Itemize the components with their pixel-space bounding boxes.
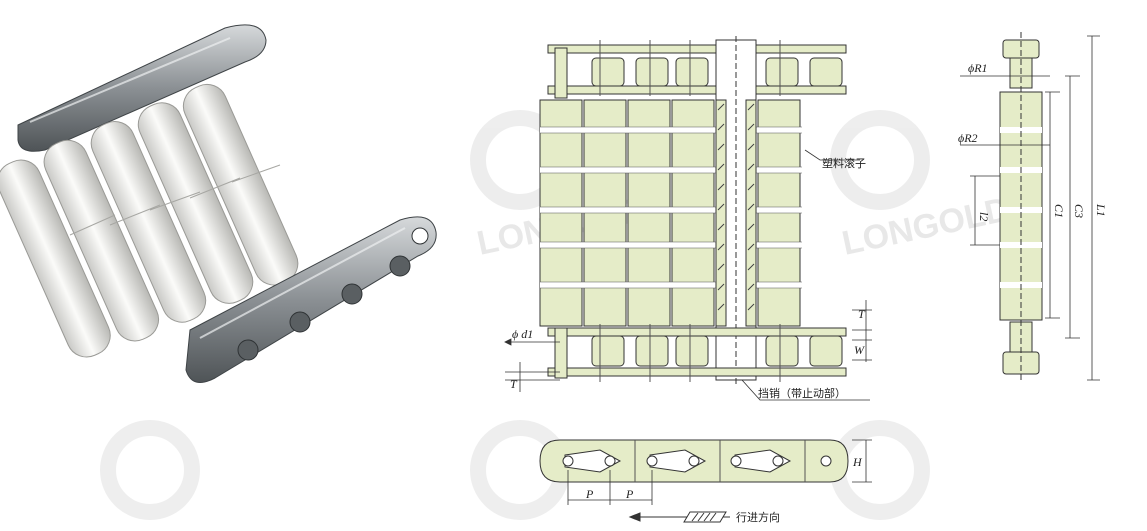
roller-set	[0, 83, 299, 358]
bottom-chain	[547, 324, 847, 382]
phi-d1-label: ϕ d1	[512, 327, 533, 341]
l2-label: l2	[977, 212, 991, 221]
product-photo	[0, 24, 437, 383]
pitch-2-label: P	[625, 487, 634, 501]
pitch-1-label: P	[585, 487, 594, 501]
w-label: W	[854, 343, 865, 357]
t-top-label: T	[858, 307, 866, 321]
stop-pin-label: 挡销（带止动部）	[758, 386, 846, 400]
t-bottom-label: T	[510, 377, 518, 391]
top-view-drawing	[539, 439, 872, 523]
front-chain-strand	[185, 216, 437, 383]
side-view-drawing	[960, 32, 1100, 382]
travel-direction-label: 行进方向	[736, 510, 780, 524]
back-chain-strand	[17, 24, 267, 152]
l1-label: L1	[1094, 203, 1108, 217]
roller-grid	[539, 99, 802, 327]
h-label: H	[852, 455, 863, 469]
c1-label: C1	[1052, 204, 1066, 218]
phi-r1-label: ϕR1	[968, 61, 988, 75]
travel-direction-arrow	[628, 511, 730, 523]
plastic-roller-label: 塑料滚子	[822, 156, 866, 170]
stop-pin-column	[715, 36, 757, 386]
phi-r2-label: ϕR2	[958, 131, 978, 145]
top-chain	[547, 40, 847, 99]
front-view-dimensions	[504, 149, 872, 401]
front-view-drawing	[504, 36, 872, 401]
c3-label: C3	[1072, 204, 1086, 218]
